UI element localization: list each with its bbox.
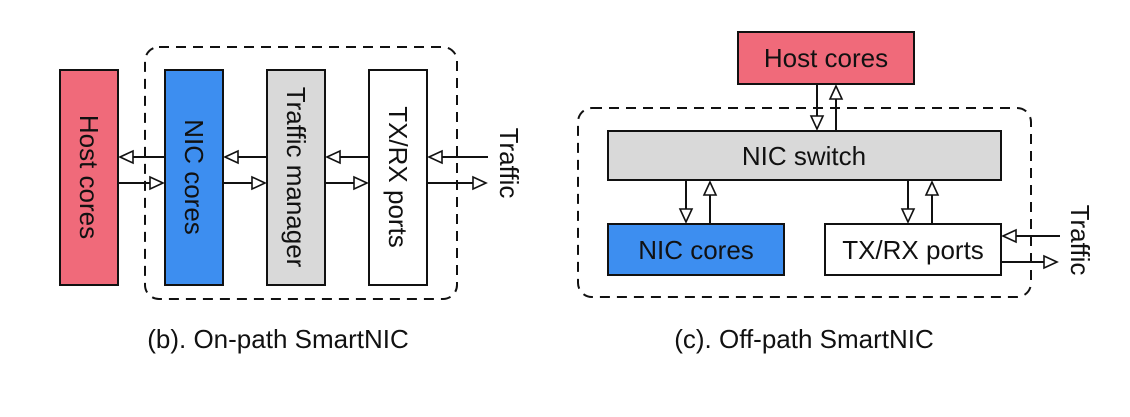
- on-path-smartnic-diagram: Host cores NIC cores Traffic manager TX/…: [59, 46, 524, 354]
- host-cores-block: [59, 69, 119, 286]
- nic-cores-block: [607, 223, 785, 276]
- txrx-ports-label: TX/RX ports: [842, 235, 984, 265]
- arrow-nic-to-tm: [223, 175, 267, 191]
- arrow-traffic-out: [1001, 254, 1059, 270]
- traffic-label: Traffic: [1065, 205, 1095, 276]
- nic-switch-block: [607, 130, 1002, 181]
- arrow-host-to-nic: [118, 175, 165, 191]
- host-cores-label: Host cores: [74, 115, 104, 239]
- traffic-manager-block: [266, 69, 326, 286]
- traffic-manager-label: Traffic manager: [281, 87, 311, 268]
- arrow-nic-to-host: [118, 149, 165, 165]
- arrow-traffic-in: [1001, 228, 1060, 244]
- arrow-host-to-switch: [809, 84, 825, 131]
- arrow-ports-to-switch: [924, 180, 940, 224]
- host-cores-block: [737, 31, 915, 85]
- nic-cores-label: NIC cores: [179, 119, 209, 235]
- arrow-traffic-out: [427, 175, 488, 191]
- nic-switch-label: NIC switch: [742, 141, 866, 171]
- host-cores-label: Host cores: [764, 43, 888, 73]
- arrow-traffic-in: [427, 149, 488, 165]
- arrow-switch-to-host: [828, 84, 844, 131]
- nic-cores-label: NIC cores: [638, 235, 754, 265]
- arrow-tm-to-ports: [325, 175, 369, 191]
- arrow-ports-to-tm: [325, 149, 369, 165]
- off-path-smartnic-diagram: Host cores NIC switch NIC cores TX/RX po…: [577, 31, 1095, 354]
- txrx-ports-block: [824, 223, 1002, 276]
- nic-cores-block: [164, 69, 224, 286]
- traffic-label: Traffic: [494, 128, 524, 199]
- txrx-ports-label: TX/RX ports: [383, 106, 413, 248]
- smartnic-boundary: [577, 107, 1032, 298]
- arrow-switch-to-ports: [900, 180, 916, 224]
- on-path-caption: (b). On-path SmartNIC: [147, 324, 409, 354]
- off-path-caption: (c). Off-path SmartNIC: [674, 324, 934, 354]
- arrow-switch-to-nic-cores: [678, 180, 694, 224]
- arrow-nic-cores-to-switch: [702, 180, 718, 224]
- txrx-ports-block: [368, 69, 428, 286]
- smartnic-boundary: [144, 46, 458, 300]
- arrow-tm-to-nic: [223, 149, 267, 165]
